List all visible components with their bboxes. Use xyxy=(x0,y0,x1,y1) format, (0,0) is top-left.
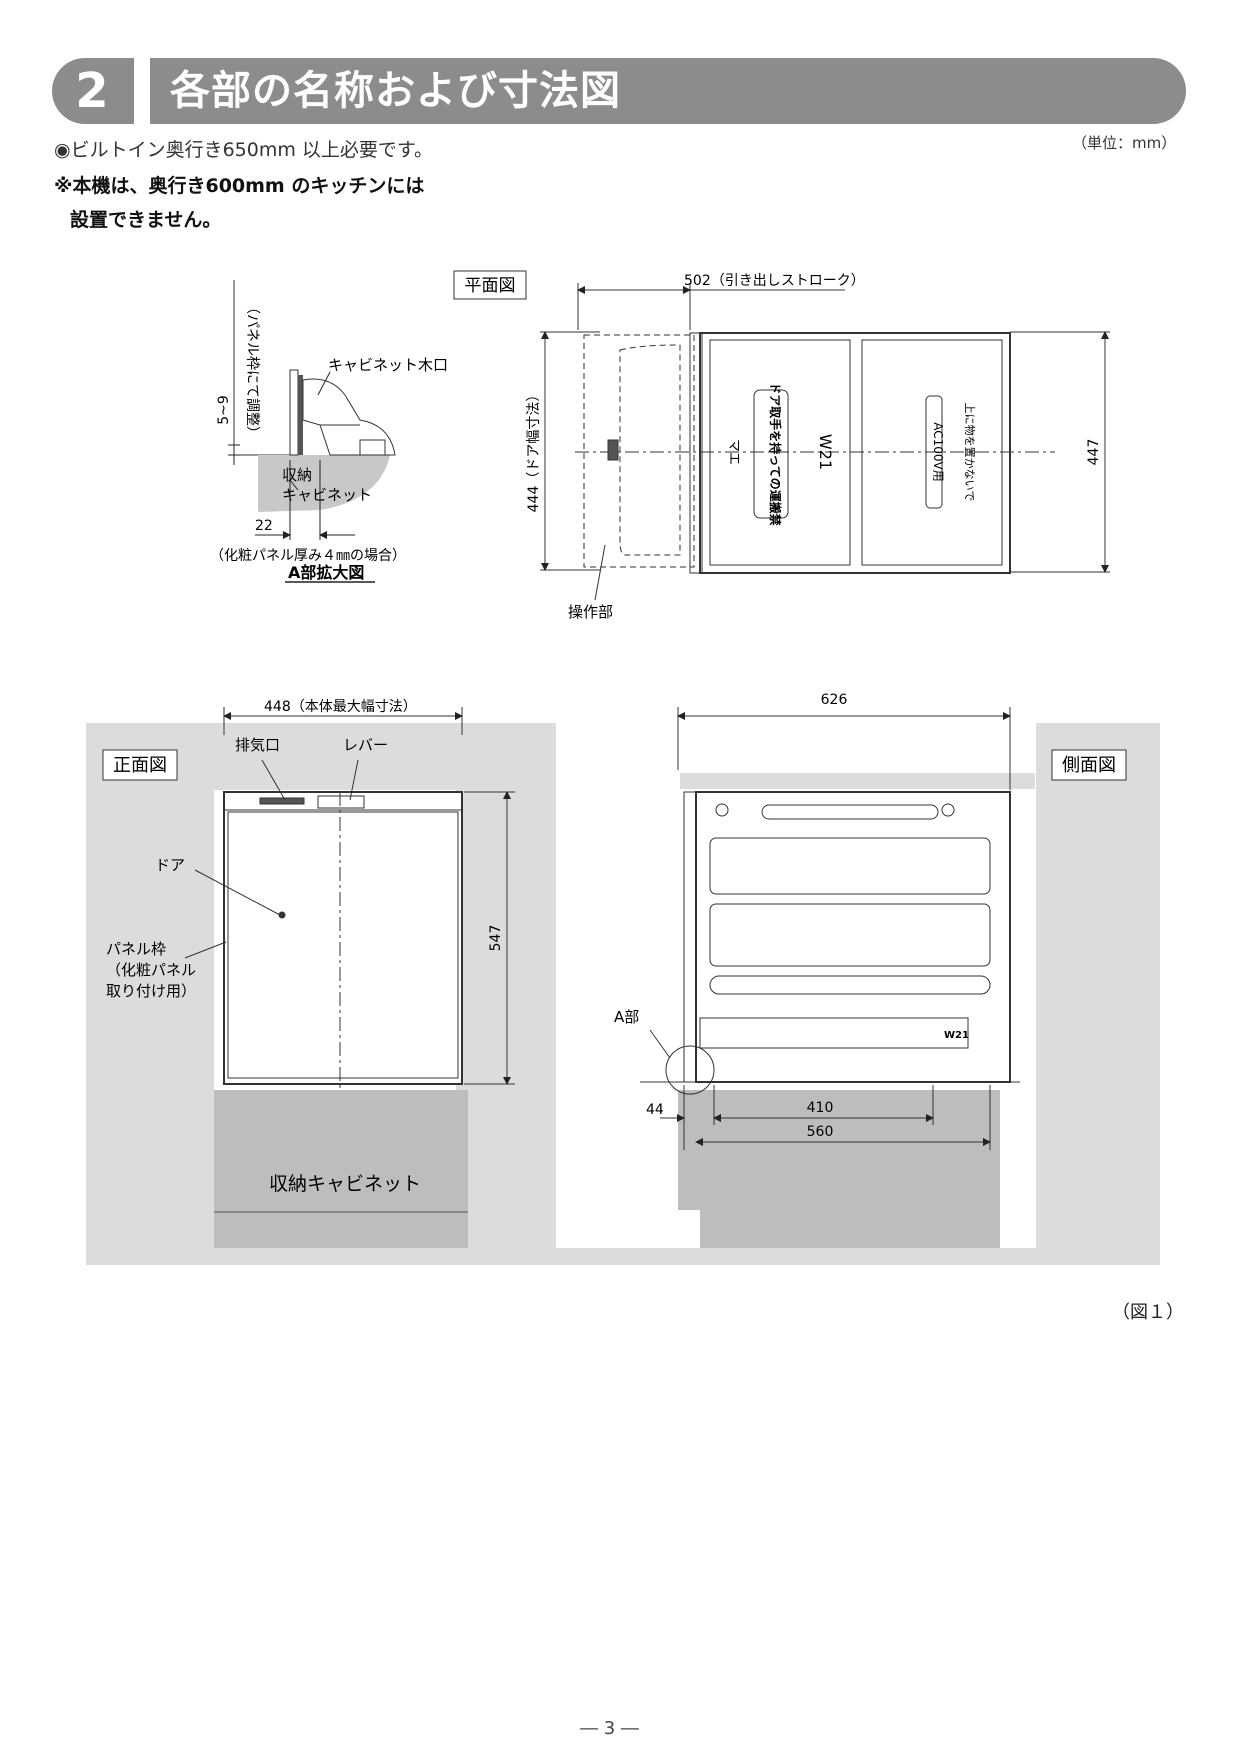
ac-sticker: AC100V用 xyxy=(931,422,945,482)
front-title-box xyxy=(102,749,178,781)
front-title: 正面図 xyxy=(113,755,167,776)
front-height-dimension: 547 xyxy=(488,925,504,952)
side-depth-dimension: 626 xyxy=(821,692,848,708)
section-header-bar xyxy=(52,58,1186,124)
side-title-box xyxy=(1051,749,1127,781)
detail-range-text: 5~9 xyxy=(216,395,232,425)
plan-drawing xyxy=(540,283,1110,601)
cabinet-mouth-label: キャビネット木口 xyxy=(328,356,448,374)
dim-44: 44 xyxy=(646,1102,664,1118)
note-warning-cont: 設置できません。 xyxy=(70,209,222,231)
plan-depth-dimension: 447 xyxy=(1086,439,1102,466)
door-width-dimension: 444（ドア幅寸法） xyxy=(526,388,542,513)
side-title: 側面図 xyxy=(1062,755,1116,776)
panel-frame-label-3: 取り付け用） xyxy=(106,982,196,1000)
panel-condition: （化粧パネル厚み４㎜の場合） xyxy=(210,548,406,564)
detail-range-note: （パネル枠にて調整） xyxy=(244,300,260,440)
panel-frame-label-1: パネル枠 xyxy=(106,940,166,958)
note-warning: ※本機は、奥行き600mm のキッチンには xyxy=(54,175,425,197)
unit-label: （単位：mm） xyxy=(1072,134,1177,152)
plan-title: 平面図 xyxy=(465,276,516,296)
side-drawing xyxy=(640,707,1020,1150)
page-number: ― 3 ― xyxy=(580,1718,639,1739)
storage-label-2: キャビネット xyxy=(282,486,372,504)
side-w21-label: W21 xyxy=(944,1030,969,1041)
lever-label: レバー xyxy=(343,736,388,754)
dim-560: 560 xyxy=(807,1124,834,1140)
detail-a-drawing xyxy=(228,280,396,583)
storage-label-1: 収納 xyxy=(282,466,312,484)
section-number: 2 xyxy=(75,63,109,119)
panel-frame-label-2: （化粧パネル xyxy=(106,961,196,979)
part-a-label: A部 xyxy=(614,1008,639,1026)
door-sticker: ドア取手を持っての運搬禁 xyxy=(768,382,783,525)
door-label: ドア xyxy=(155,856,185,874)
exhaust-label: 排気口 xyxy=(235,736,280,754)
storage-cabinet-label: 収納キャビネット xyxy=(269,1173,421,1195)
top-sticker: 上に物を置かないで xyxy=(963,403,977,502)
plan-title-box xyxy=(453,270,527,300)
detail-a-title: A部拡大図 xyxy=(288,563,364,582)
operation-label: 操作部 xyxy=(568,603,613,621)
stroke-dimension: 502（引き出しストローク） xyxy=(684,273,865,289)
dim-410: 410 xyxy=(807,1100,834,1116)
header-separator xyxy=(134,58,150,124)
figure-label: （図１） xyxy=(1112,1302,1184,1323)
note-depth-required: ◉ビルトイン奥行き650mm 以上必要です。 xyxy=(54,139,434,161)
maker-mark: マエ xyxy=(726,439,741,465)
gap-dimension: 22 xyxy=(255,518,273,534)
plan-w21-label: W21 xyxy=(816,434,835,470)
front-drawing xyxy=(184,707,515,1090)
section-title: 各部の名称および寸法図 xyxy=(170,68,621,114)
front-width-dimension: 448（本体最大幅寸法） xyxy=(264,699,417,715)
